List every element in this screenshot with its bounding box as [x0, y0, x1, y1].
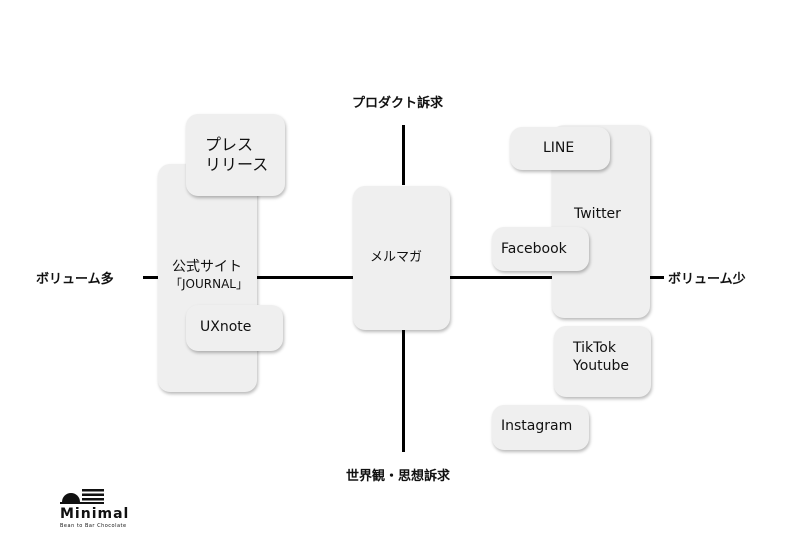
- instagram-box: [492, 405, 589, 450]
- official-site-label: 公式サイト 「JOURNAL」: [166, 259, 248, 292]
- facebook-label: Facebook: [501, 241, 567, 257]
- axis-label-bottom: 世界観・思想訴求: [346, 469, 451, 484]
- facebook-box: [492, 227, 589, 271]
- axis-label-top: プロダクト訴求: [352, 96, 444, 111]
- press-release-label-line2: リリース: [205, 155, 269, 174]
- mailmag-box: [353, 186, 450, 330]
- tiktok-youtube-label: TikTok Youtube: [573, 340, 629, 375]
- horizontal-axis-right-stub: [650, 276, 664, 279]
- press-release-label-line1: プレス: [205, 135, 254, 154]
- axis-label-right: ボリューム少: [668, 272, 746, 287]
- axis-label-left: ボリューム多: [36, 272, 114, 287]
- horizontal-axis-left-stub: [143, 276, 159, 279]
- tiktok-label: TikTok: [573, 340, 616, 356]
- twitter-label: Twitter: [574, 206, 621, 222]
- horizontal-axis-mid-right: [450, 276, 552, 279]
- official-site-label-line2: 「JOURNAL」: [170, 276, 248, 291]
- uxnote-box: [186, 305, 283, 351]
- horizontal-axis-mid-left: [257, 276, 353, 279]
- vertical-axis-top: [402, 125, 405, 185]
- press-release-box: [186, 114, 285, 196]
- line-box: [510, 127, 610, 170]
- logo-tagline: Bean to Bar Chocolate: [60, 523, 127, 529]
- mailmag-label: メルマガ: [370, 250, 423, 265]
- press-release-label: プレス リリース: [205, 135, 268, 175]
- vertical-axis-bottom: [402, 330, 405, 452]
- official-site-box: [158, 164, 257, 392]
- logo-name: Minimal: [60, 506, 130, 522]
- instagram-label: Instagram: [501, 418, 573, 434]
- official-site-label-line1: 公式サイト: [171, 259, 242, 275]
- tiktok-youtube-box: [554, 326, 651, 397]
- line-label: LINE: [543, 140, 575, 156]
- youtube-label: Youtube: [573, 357, 629, 374]
- uxnote-label: UXnote: [200, 319, 252, 335]
- minimal-logo-icon: [60, 489, 104, 504]
